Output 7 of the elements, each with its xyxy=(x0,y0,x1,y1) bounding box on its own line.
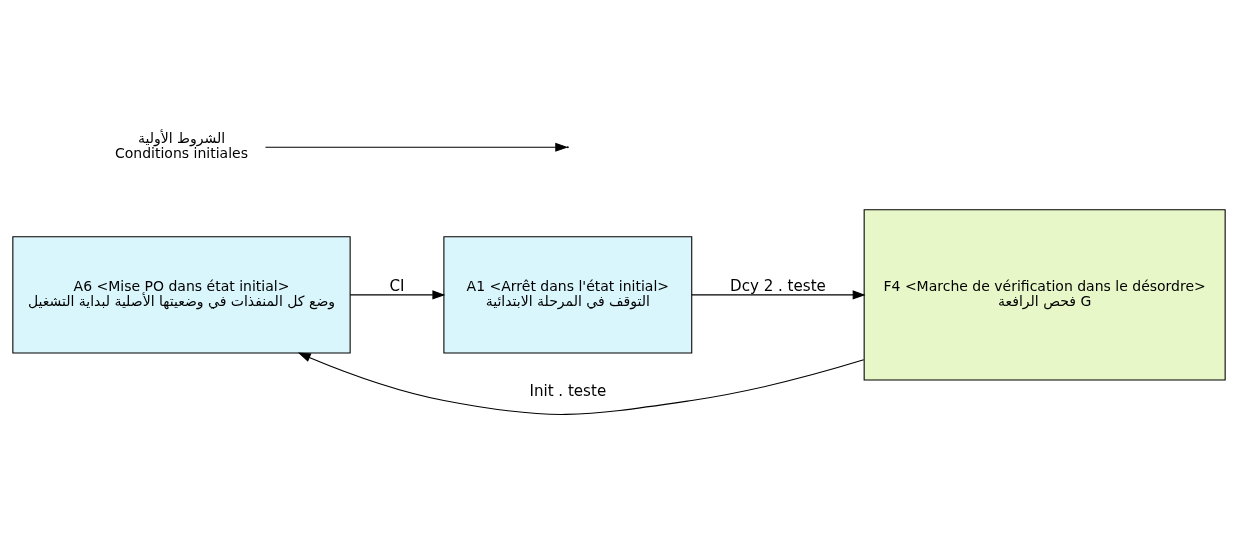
arrow xyxy=(297,352,865,415)
edge-label: Dcy 2 . teste xyxy=(730,276,826,295)
edge-label: Init . teste xyxy=(529,381,607,400)
arrow xyxy=(691,289,866,299)
arrow xyxy=(349,289,446,299)
arrow xyxy=(264,142,569,152)
edge-label: CI xyxy=(389,276,405,295)
